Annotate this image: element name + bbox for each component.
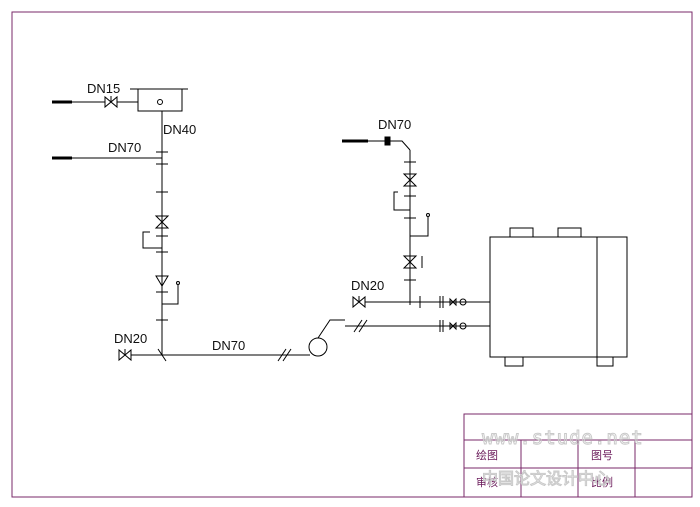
boiler-top-fitting-right: [557, 227, 582, 238]
valve-dn15: [104, 95, 118, 109]
right-riser-assembly: [342, 136, 490, 333]
boiler-unit: [489, 227, 628, 367]
tank-outlet: [157, 99, 163, 105]
watermark-url: www.stude.net: [482, 427, 644, 449]
label-dn70-right: DN70: [378, 117, 411, 132]
valve-dn20-left: [118, 348, 132, 362]
label-dn70-bottom: DN70: [212, 338, 245, 353]
pipe-dn70-right: [390, 140, 411, 151]
gauge-branch: [162, 284, 179, 305]
title-scale: 比例: [591, 475, 613, 489]
gauge-branch-right: [410, 216, 429, 237]
boiler-foot-right: [596, 357, 614, 367]
label-dn20-right: DN20: [351, 278, 384, 293]
valve-right-lower: [402, 255, 418, 269]
boiler-top-fitting-left: [509, 227, 534, 238]
valve-dn20-right: [352, 295, 366, 309]
side-branch-upper: [142, 231, 162, 249]
side-branch-right: [393, 191, 410, 211]
pump: [308, 337, 328, 357]
valve-riser-upper: [154, 215, 170, 229]
drawing-frame: [11, 11, 693, 498]
title-reviewed-by: 审核: [476, 475, 498, 489]
meter-dn70: [384, 136, 391, 146]
check-valve-riser: [155, 275, 169, 287]
left-riser-assembly: [52, 88, 345, 362]
boiler-foot-left: [504, 357, 524, 367]
title-drawing-no: 图号: [591, 449, 613, 462]
label-dn15: DN15: [87, 81, 120, 96]
valve-right-upper: [402, 173, 418, 187]
title-drawn-by: 绘图: [476, 448, 498, 462]
boiler-body: [489, 236, 628, 358]
pump-outlet-pipe: [317, 319, 345, 339]
top-tank: [137, 88, 183, 112]
label-dn70-left: DN70: [108, 140, 141, 155]
label-dn40: DN40: [163, 122, 196, 137]
label-dn20-left: DN20: [114, 331, 147, 346]
title-block: [463, 413, 693, 498]
watermark-cn: 中国论文设计中心: [482, 469, 610, 488]
